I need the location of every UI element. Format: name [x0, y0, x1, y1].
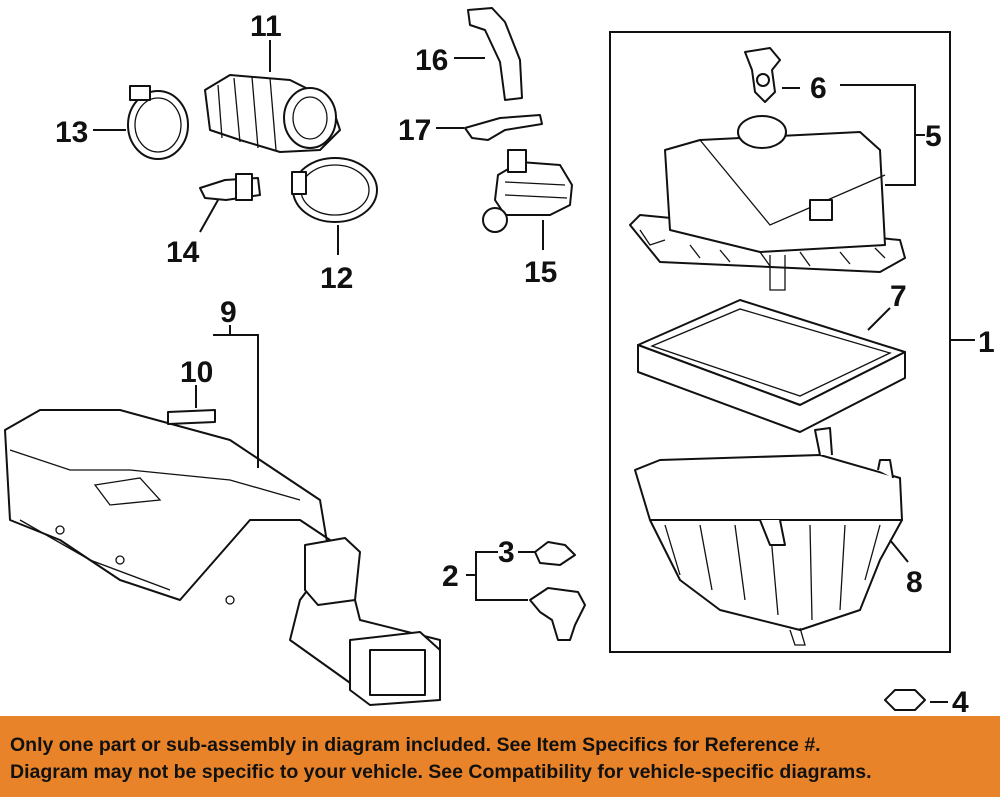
- callout-9: 9: [220, 296, 237, 329]
- hose-clamp-13-part: [127, 85, 189, 160]
- callout-11: 11: [250, 10, 282, 43]
- air-cleaner-cover-part: [629, 115, 906, 291]
- assembly-bracket-1: [609, 31, 951, 653]
- callout-16: 16: [415, 44, 448, 77]
- callout-12: 12: [320, 262, 353, 295]
- callout-3: 3: [498, 536, 515, 569]
- hose-clamp-12-part: [291, 157, 378, 223]
- air-filter-part: [637, 299, 906, 433]
- callout-17: 17: [398, 114, 431, 147]
- callout-5: 5: [925, 120, 942, 153]
- callout-6: 6: [810, 72, 827, 105]
- resonator-part: [482, 149, 573, 233]
- callout-13: 13: [55, 116, 88, 149]
- air-cleaner-case-part: [634, 427, 903, 646]
- callout-10: 10: [180, 356, 213, 389]
- callout-8: 8: [906, 566, 923, 599]
- callout-1: 1: [978, 326, 995, 359]
- callout-7: 7: [890, 280, 907, 313]
- callout-15: 15: [524, 256, 557, 289]
- callout-4: 4: [952, 686, 969, 716]
- clip-17-part: [464, 114, 543, 141]
- disclaimer-banner: Only one part or sub-assembly in diagram…: [0, 716, 1000, 797]
- callout-14: 14: [166, 236, 200, 269]
- callout-labels: 1 2 3 4 5 6 7 8 9 10 11 12 13 14 15 16 1…: [55, 10, 995, 716]
- clip-4-part: [884, 689, 926, 711]
- temp-sensor-part: [199, 173, 261, 201]
- vent-hose-part: [467, 7, 523, 101]
- bracket-part: [529, 587, 586, 641]
- leader-lines: [93, 40, 948, 703]
- disclaimer-line-1: Only one part or sub-assembly in diagram…: [10, 734, 821, 756]
- sensor-part: [744, 47, 781, 103]
- label-part: [167, 409, 216, 425]
- parts-diagram: 1 2 3 4 5 6 7 8 9 10 11 12 13 14 15 16 1…: [4, 7, 995, 716]
- disclaimer-line-2: Diagram may not be specific to your vehi…: [10, 761, 872, 783]
- air-duct-part: [4, 409, 441, 706]
- grommet-part: [534, 541, 576, 566]
- callout-2: 2: [442, 560, 459, 593]
- intake-hose-part: [204, 74, 341, 153]
